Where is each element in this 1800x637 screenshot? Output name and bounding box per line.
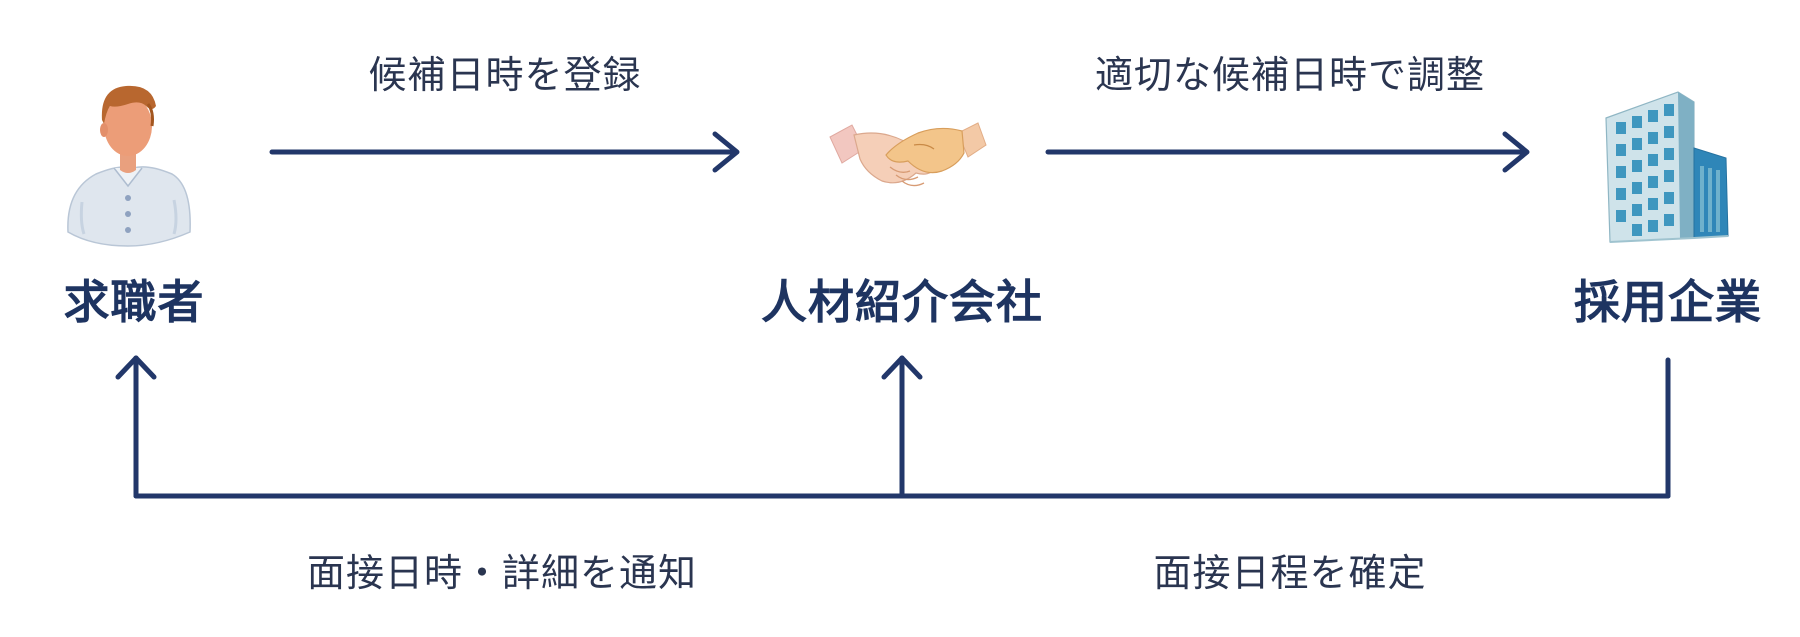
edge-label-register-candidates: 候補日時を登録 (368, 53, 642, 97)
building-icon (1605, 91, 1729, 243)
arrow-up-to-seeker (115, 355, 157, 499)
arrow-up-to-agency (881, 355, 923, 499)
edge-label-confirm-schedule: 面接日程を確定 (1153, 551, 1427, 595)
node-label-agency: 人材紹介会社 (761, 275, 1043, 329)
node-label-job-seeker: 求職者 (63, 275, 205, 329)
handshake-icon (829, 122, 987, 187)
arrow-seeker-to-agency (269, 131, 740, 173)
node-label-company: 採用企業 (1574, 275, 1762, 329)
edge-label-notify-interview: 面接日時・詳細を通知 (306, 551, 698, 595)
arrow-agency-to-company (1045, 131, 1530, 173)
person-icon (67, 85, 191, 247)
edge-label-coordinate-candidates: 適切な候補日時で調整 (1094, 53, 1486, 97)
